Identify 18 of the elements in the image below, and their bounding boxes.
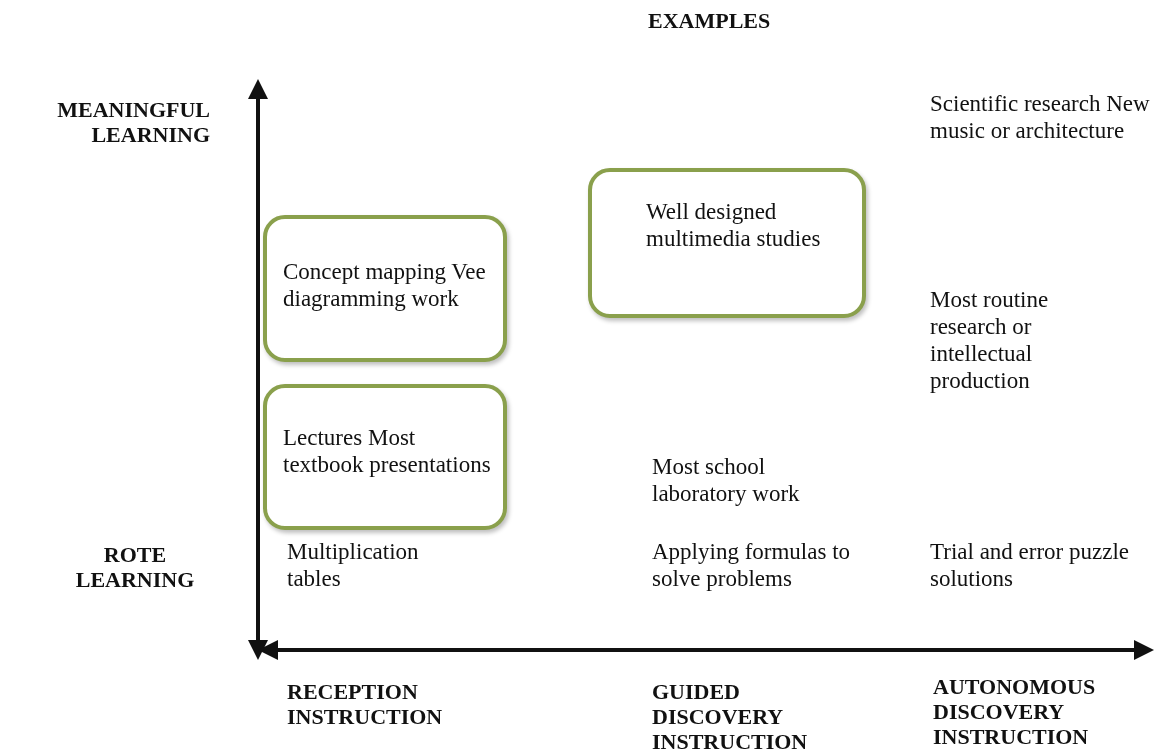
example-text: Well designed multimedia studies <box>646 198 822 252</box>
example-text: Most routine research or intellectual production <box>930 286 1050 394</box>
example-text: Lectures Most textbook presentations <box>283 424 492 478</box>
rounded-box <box>263 215 507 362</box>
rounded-box <box>263 384 507 530</box>
axis-label: RECEPTION INSTRUCTION <box>287 679 444 729</box>
example-text: Multiplication tables <box>287 538 420 592</box>
example-text: Trial and error puzzle solutions <box>930 538 1131 592</box>
example-text: Applying formulas to solve problems <box>652 538 852 592</box>
axis-label: MEANINGFUL LEARNING <box>56 97 210 147</box>
axis-label: ROTE LEARNING <box>74 542 196 592</box>
example-text: Scientific research New music or architecture <box>930 90 1151 144</box>
example-text: Concept mapping Vee diagramming work <box>283 258 487 312</box>
axis-label: AUTONOMOUS DISCOVERY INSTRUCTION <box>933 674 1097 749</box>
example-text: Most school laboratory work <box>652 453 801 507</box>
rounded-box <box>588 168 866 318</box>
axis-label: GUIDED DISCOVERY INSTRUCTION <box>652 679 809 754</box>
title: EXAMPLES <box>648 8 771 33</box>
